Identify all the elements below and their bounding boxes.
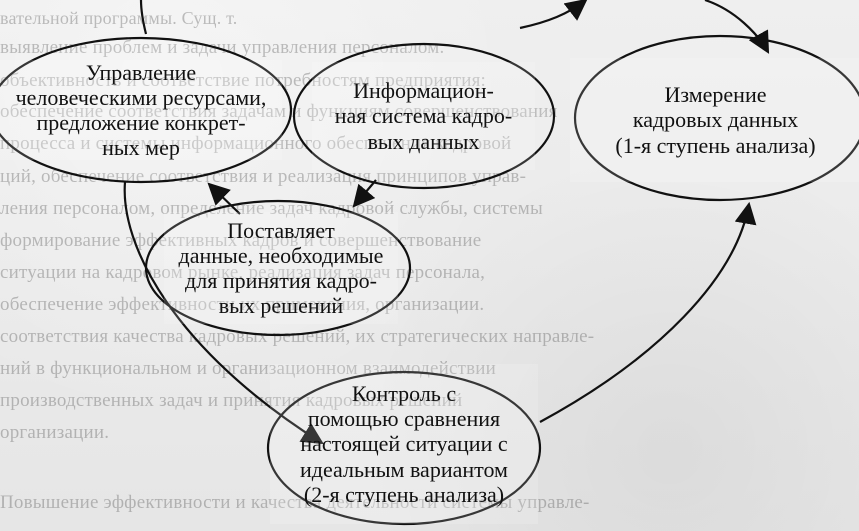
edge-top-to-measurement bbox=[704, 0, 770, 54]
node-label-control: Контроль с помощью сравнения настоящей с… bbox=[300, 381, 508, 507]
node-outline-human-resources bbox=[0, 36, 293, 184]
edge-top-left bbox=[139, 0, 148, 35]
node-human-resources-management: Управление человеческими ресурсами, пред… bbox=[0, 60, 282, 160]
edge-hr-to-control bbox=[123, 181, 324, 445]
edge-control-to-measurement bbox=[539, 201, 757, 423]
node-label-human-resources-management: Управление человеческими ресурсами, пред… bbox=[15, 59, 267, 161]
node-control: Контроль с помощью сравнения настоящей с… bbox=[270, 364, 538, 524]
node-label-supplies-data: Поставляет данные, необходимые для приня… bbox=[178, 217, 384, 319]
node-outline-information-system bbox=[292, 42, 556, 190]
node-supplies-data: Поставляет данные, необходимые для приня… bbox=[164, 212, 398, 324]
node-label-information-system: Информацион- ная система кадро- вых данн… bbox=[334, 78, 513, 154]
node-measurement: Измерение кадровых данных (1-я ступень а… bbox=[570, 58, 859, 182]
node-label-measurement: Измерение кадровых данных (1-я ступень а… bbox=[615, 82, 816, 158]
node-outline-control bbox=[266, 370, 542, 526]
node-outline-measurement bbox=[573, 34, 859, 202]
node-information-system: Информацион- ная система кадро- вых данн… bbox=[312, 62, 535, 170]
edge-measurement-to-info bbox=[519, 0, 588, 30]
edge-supplies-to-hr bbox=[207, 182, 241, 215]
edge-info-to-supplies bbox=[352, 179, 377, 208]
